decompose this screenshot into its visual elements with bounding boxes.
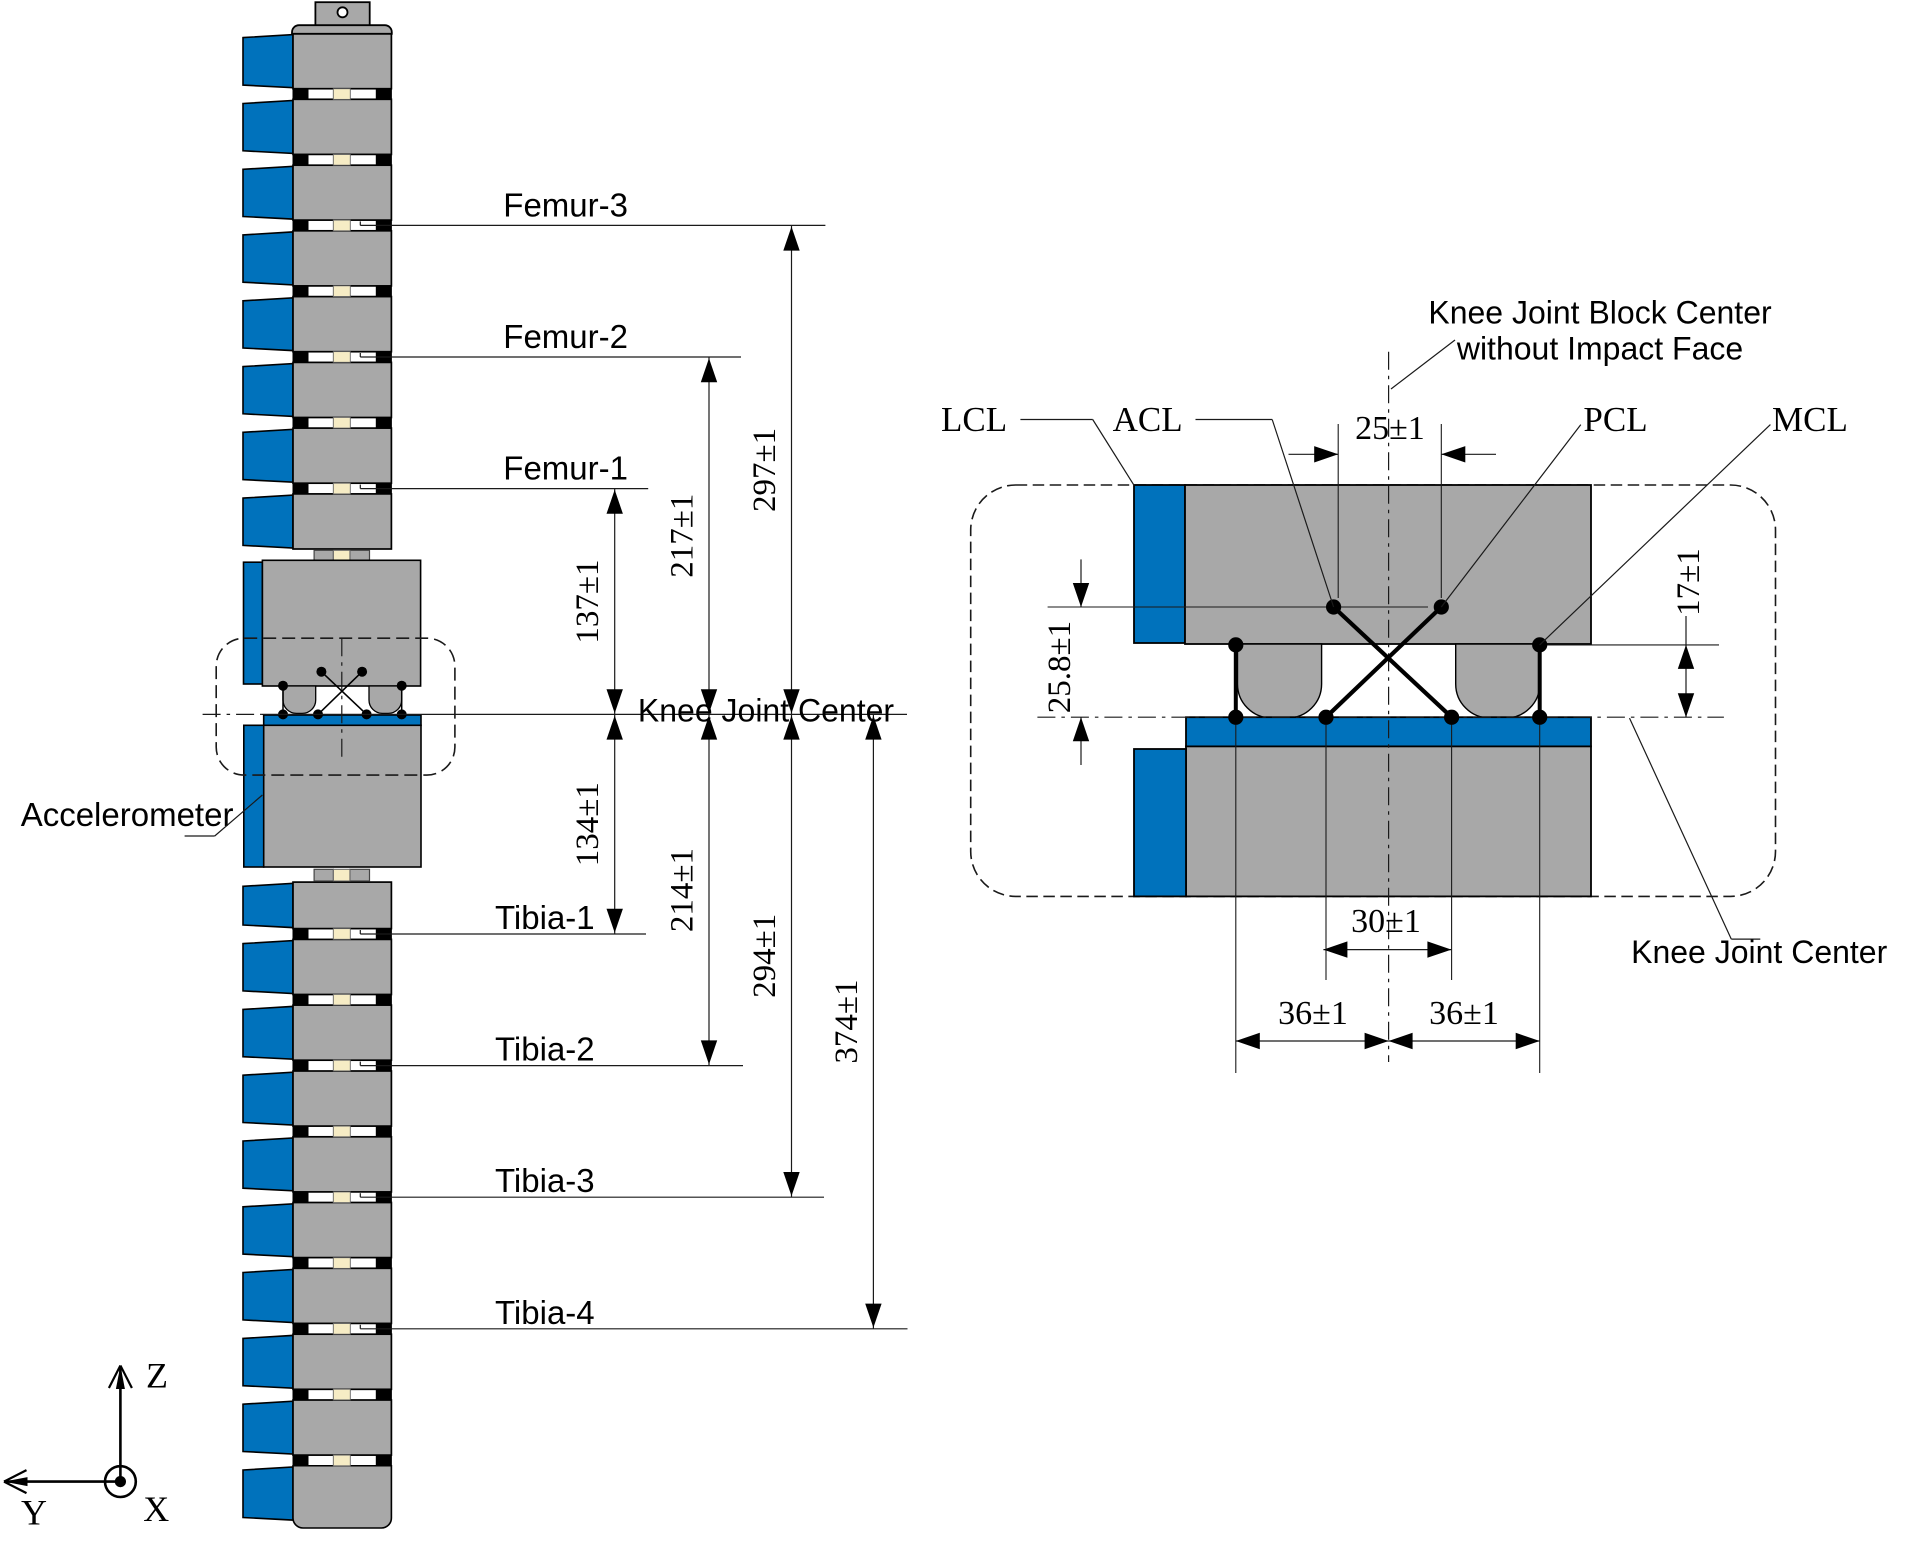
svg-text:297±1: 297±1	[747, 428, 783, 512]
svg-text:36±1: 36±1	[1429, 995, 1499, 1032]
svg-text:30±1: 30±1	[1351, 903, 1421, 940]
svg-text:without Impact Face: without Impact Face	[1456, 331, 1743, 367]
svg-text:MCL: MCL	[1772, 400, 1848, 439]
svg-text:Knee Joint Block Center: Knee Joint Block Center	[1428, 295, 1772, 331]
svg-text:Femur-3: Femur-3	[503, 186, 628, 223]
svg-text:Femur-1: Femur-1	[503, 450, 628, 487]
svg-text:137±1: 137±1	[570, 559, 606, 643]
svg-text:294±1: 294±1	[747, 914, 783, 998]
svg-text:25.8±1: 25.8±1	[1042, 621, 1078, 713]
svg-text:214±1: 214±1	[665, 848, 701, 932]
svg-text:LCL: LCL	[941, 400, 1007, 439]
svg-text:Tibia-1: Tibia-1	[495, 899, 595, 936]
svg-text:X: X	[143, 1489, 169, 1529]
svg-text:Tibia-3: Tibia-3	[495, 1162, 595, 1199]
svg-text:Tibia-2: Tibia-2	[495, 1031, 595, 1068]
svg-text:134±1: 134±1	[570, 782, 606, 866]
svg-text:Tibia-4: Tibia-4	[495, 1294, 595, 1331]
svg-text:374±1: 374±1	[829, 980, 865, 1064]
svg-text:Accelerometer: Accelerometer	[21, 796, 234, 833]
svg-text:ACL: ACL	[1113, 400, 1183, 439]
svg-text:Femur-2: Femur-2	[503, 318, 628, 355]
svg-text:217±1: 217±1	[665, 494, 701, 578]
svg-text:Y: Y	[21, 1492, 47, 1532]
svg-text:PCL: PCL	[1583, 400, 1647, 439]
svg-text:Z: Z	[146, 1356, 168, 1396]
svg-text:Knee Joint Center: Knee Joint Center	[1631, 934, 1888, 970]
svg-text:17±1: 17±1	[1671, 548, 1707, 616]
svg-text:Knee Joint Center: Knee Joint Center	[638, 693, 895, 729]
svg-text:36±1: 36±1	[1278, 995, 1348, 1032]
svg-text:25±1: 25±1	[1355, 410, 1425, 447]
